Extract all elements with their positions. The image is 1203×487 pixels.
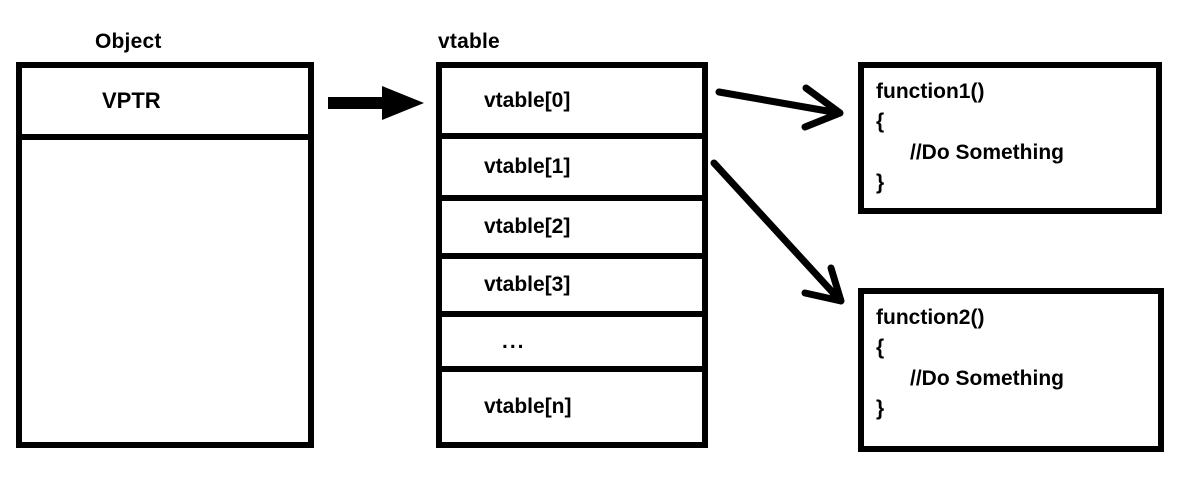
vtable-row-label: vtable[0]	[484, 88, 571, 112]
code-line-comment: //Do Something	[910, 366, 1064, 390]
vtable0-to-function1-arrow-icon	[715, 84, 844, 131]
code-line-close-brace: }	[876, 171, 885, 195]
object-data-cell	[22, 140, 308, 442]
vtable-row: vtable[0]	[442, 68, 702, 139]
vtable-row: vtable[3]	[442, 259, 702, 317]
vtable-row: vtable[2]	[442, 201, 702, 259]
object-box: VPTR	[16, 62, 314, 448]
code-line-close-brace: }	[876, 397, 885, 421]
vtable-row-label: vtable[3]	[484, 273, 571, 296]
vtable-row-label: vtable[n]	[484, 395, 572, 418]
code-line-signature: function2()	[876, 306, 985, 329]
object-vptr-label: VPTR	[102, 88, 161, 113]
vtable-title-label: vtable	[438, 30, 500, 53]
code-line-signature: function1()	[876, 80, 985, 103]
vtable-row: vtable[n]	[442, 372, 702, 442]
object-to-vtable-arrow-icon	[328, 86, 424, 120]
function1-box: function1() { //Do Something }	[858, 62, 1162, 214]
function1-code: function1() { //Do Something }	[876, 77, 1152, 199]
vtable-row-label: vtable[2]	[484, 215, 571, 238]
object-vptr-cell: VPTR	[22, 68, 308, 140]
vtable-row-label: vtable[1]	[484, 155, 571, 178]
vtable-row: vtable[1]	[442, 139, 702, 201]
code-line-open-brace: {	[876, 336, 885, 360]
code-line-open-brace: {	[876, 110, 885, 134]
vtable-row-label: ...	[502, 329, 526, 353]
function2-code: function2() { //Do Something }	[876, 303, 1154, 425]
vtable1-to-function2-arrow-icon	[710, 159, 845, 305]
function2-box: function2() { //Do Something }	[858, 288, 1164, 452]
code-line-comment: //Do Something	[910, 140, 1064, 164]
vtable-row: ...	[442, 317, 702, 372]
object-title-label: Object	[95, 30, 162, 53]
vtable-box: vtable[0] vtable[1] vtable[2] vtable[3] …	[436, 62, 708, 448]
